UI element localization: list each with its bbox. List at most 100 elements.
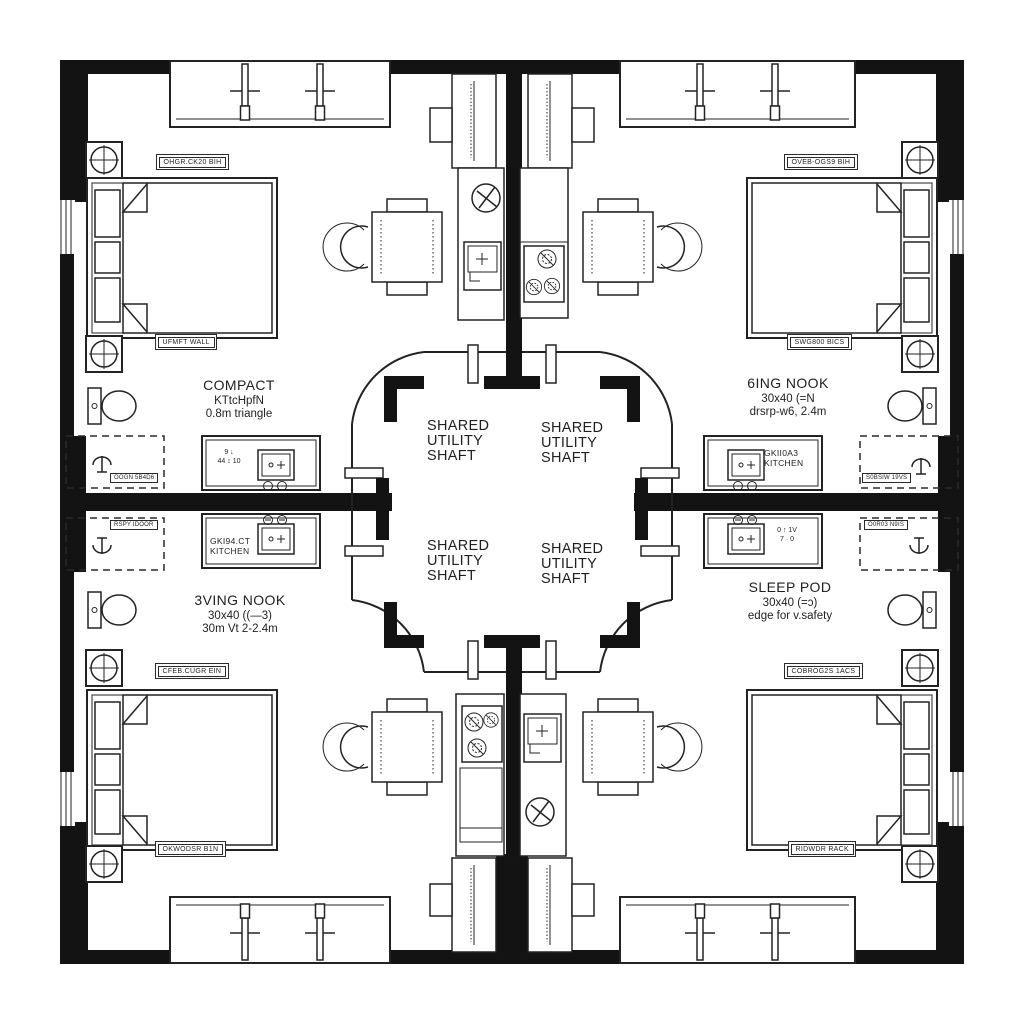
center-column-bottom [429,693,595,953]
dim-line: 9 ↓ [224,449,234,456]
dim-line: 44 ↕ 10 [217,458,241,465]
closet-label-left-bottom: RSPY IDOOR [110,520,158,530]
hook-icon [909,537,929,555]
column-marker-icon [85,141,123,179]
dim-line: 7 · 0 [779,536,794,543]
center-column-top [429,73,595,321]
kitchen-right [703,435,823,569]
window-bay-top-right [619,60,856,128]
closet-label-right-bottom: O0R03 N9IS [864,520,909,530]
shaft-line: SHAFT [541,571,591,587]
shaft-line: SHARED [427,418,490,434]
bed-label-text: CFEB.CUGR EIN [157,665,227,677]
shaft-line: SHARED [541,541,604,557]
closets [65,435,959,571]
room-title: 6ING NOOK [747,375,829,391]
kitchen-label-right: GKII0A3 KITCHEN [764,448,803,468]
toilet-bottom-left [87,591,137,629]
sink-icon [523,713,562,763]
column-marker-icon [85,335,123,373]
room-subtitle: 30x40 (=N [761,393,815,405]
bed-label-text: RIDWDR RACK [790,843,854,855]
shaft-line: UTILITY [541,556,598,572]
room-title: 3VING NOOK [194,592,286,608]
shaft-label-top-left: SHARED UTILITY SHAFT [427,419,489,464]
perimeter-walls [60,60,964,964]
bed-label-text: OKWODSR B1N [157,843,224,855]
toilet-bottom-right [887,591,937,629]
shaft-line: UTILITY [427,553,484,569]
room-subtitle: KTtcHpfN [214,395,264,407]
bed-label-bl-bottom: OKWODSR B1N [155,841,226,857]
room-title: SLEEP POD [748,579,832,595]
room-title: COMPACT [203,377,275,393]
side-window-panes [59,200,965,826]
bed-label-tl-top: OHGR.CK20 BIH [156,154,229,170]
window-bay-bottom-right [619,896,856,964]
bed-label-tl-bottom: UFMFT WALL [155,334,218,350]
room-label-bottom-right: SLEEP POD 30x40 (=ɔ) edge for v.safety [720,579,860,622]
bed-top-right [746,177,938,339]
kitchen-label-line: KITCHEN [210,546,250,556]
bed-label-text: UFMFT WALL [157,336,215,348]
bed-label-tr-bottom: SWG800 BICS [787,334,852,350]
column-marker-icon [85,649,123,687]
shaft-label-bottom-left: SHARED UTILITY SHAFT [427,539,489,584]
toilet-top-right [887,387,937,425]
shaft-label-top-right: SHARED UTILITY SHAFT [541,421,603,466]
sink-icon [727,523,765,555]
room-note: edge for v.safety [747,610,833,622]
closet-label-left-top: OOGN 5B4D6 [110,473,159,483]
closet-left-top [65,435,165,489]
closet-left-bottom [65,517,165,571]
hook-icon [92,455,112,473]
bed-top-left [86,177,278,339]
room-subtitle: 30x40 (=ɔ) [762,597,818,609]
shaft-line: UTILITY [541,435,598,451]
shaft-line: SHAFT [427,448,477,464]
column-marker-icon [901,845,939,883]
bed-label-bl-top: CFEB.CUGR EIN [155,663,229,679]
room-subtitle: 30x40 ((—3) [208,610,272,622]
sink-icon [463,241,502,291]
room-label-top-right: 6ING NOOK 30x40 (=N drsrp-w6, 2.4m [718,375,858,418]
bed-label-text: OVEB-OGS9 BIH [786,156,856,168]
sink-icon [257,449,295,481]
dim-marks-left-top: 9 ↓ 44 ↕ 10 [208,448,250,466]
room-note: 30m Vt 2-2.4m [202,623,278,635]
shaft-line: SHAFT [541,450,591,466]
dim-line: 0 ↑ 1V [777,527,797,534]
bed-label-br-bottom: RIDWDR RACK [788,841,857,857]
sink-icon [727,449,765,481]
closet-label-right-top: S0BSIW 19VS [862,473,912,483]
kitchen-label-line: KITCHEN [764,458,804,468]
window-bay-bottom-left [169,896,391,964]
kitchen-left [201,435,321,569]
hook-icon [92,537,112,555]
dim-marks-right-bottom: 0 ↑ 1V 7 · 0 [764,526,810,544]
dining-table-bottom-left [322,698,443,796]
room-label-top-left: COMPACT KTtcHpfN 0.8m triangle [169,377,309,420]
bed-label-tr-top: OVEB-OGS9 BIH [784,154,858,170]
column-marker-icon [901,335,939,373]
kitchen-label-line: GKI94.CT [210,536,251,546]
bed-bottom-right [746,689,938,851]
room-label-bottom-left: 3VING NOOK 30x40 ((—3) 30m Vt 2-2.4m [170,592,310,635]
shaft-line: SHARED [427,538,490,554]
room-note: 0.8m triangle [205,408,273,420]
bed-bottom-left [86,689,278,851]
bed-label-br-top: COBROG2S 1ACS [784,663,863,679]
hook-icon [911,457,931,475]
bed-label-text: COBROG2S 1ACS [786,665,861,677]
kitchen-label-line: GKII0A3 [764,448,799,458]
dining-table-top-left [322,198,443,296]
shaft-line: SHAFT [427,568,477,584]
interior-walls [74,74,952,952]
closet-right-bottom [859,517,959,571]
window-bay-top-left [169,60,391,128]
column-marker-icon [901,649,939,687]
kitchen-label-left: GKI94.CT KITCHEN [210,536,250,556]
sink-icon [257,523,295,555]
